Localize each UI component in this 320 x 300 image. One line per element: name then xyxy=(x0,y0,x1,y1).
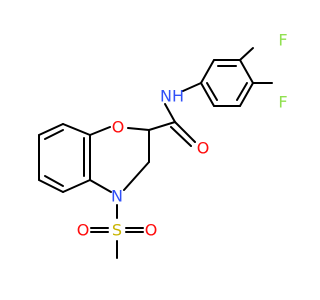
amide-nh-label: NH xyxy=(160,87,184,106)
bond xyxy=(44,175,64,187)
molecule-structure: F F NH O O N S O O xyxy=(38,31,288,259)
bond xyxy=(89,126,111,136)
ring-nitrogen-label: N xyxy=(111,187,123,206)
bond xyxy=(89,179,112,193)
bond xyxy=(174,121,196,143)
bond xyxy=(62,179,91,193)
bond xyxy=(127,127,150,131)
ring-oxygen-label: O xyxy=(112,118,125,137)
bond xyxy=(44,129,64,140)
bond xyxy=(182,82,202,92)
bond xyxy=(164,103,176,123)
bond xyxy=(239,82,254,107)
fluorine-label: F xyxy=(278,31,287,50)
sulfonyl-oxygen-label: O xyxy=(145,221,158,240)
carbonyl-oxygen-label: O xyxy=(197,139,210,158)
bonds xyxy=(38,47,273,259)
atom-labels: F F NH O O N S O O xyxy=(77,31,288,240)
bond xyxy=(200,59,215,84)
bond xyxy=(170,126,192,147)
bond xyxy=(206,82,218,101)
bond xyxy=(239,47,254,61)
bond xyxy=(148,121,176,131)
bond xyxy=(62,123,91,136)
sulfur-label: S xyxy=(112,221,122,240)
bond xyxy=(123,161,150,191)
bond xyxy=(239,59,254,84)
sulfonyl-oxygen-label: O xyxy=(77,221,90,240)
bond xyxy=(236,82,248,101)
bond xyxy=(38,123,64,136)
fluorine-label: F xyxy=(278,93,287,112)
bond xyxy=(200,82,215,107)
bond xyxy=(38,179,64,193)
